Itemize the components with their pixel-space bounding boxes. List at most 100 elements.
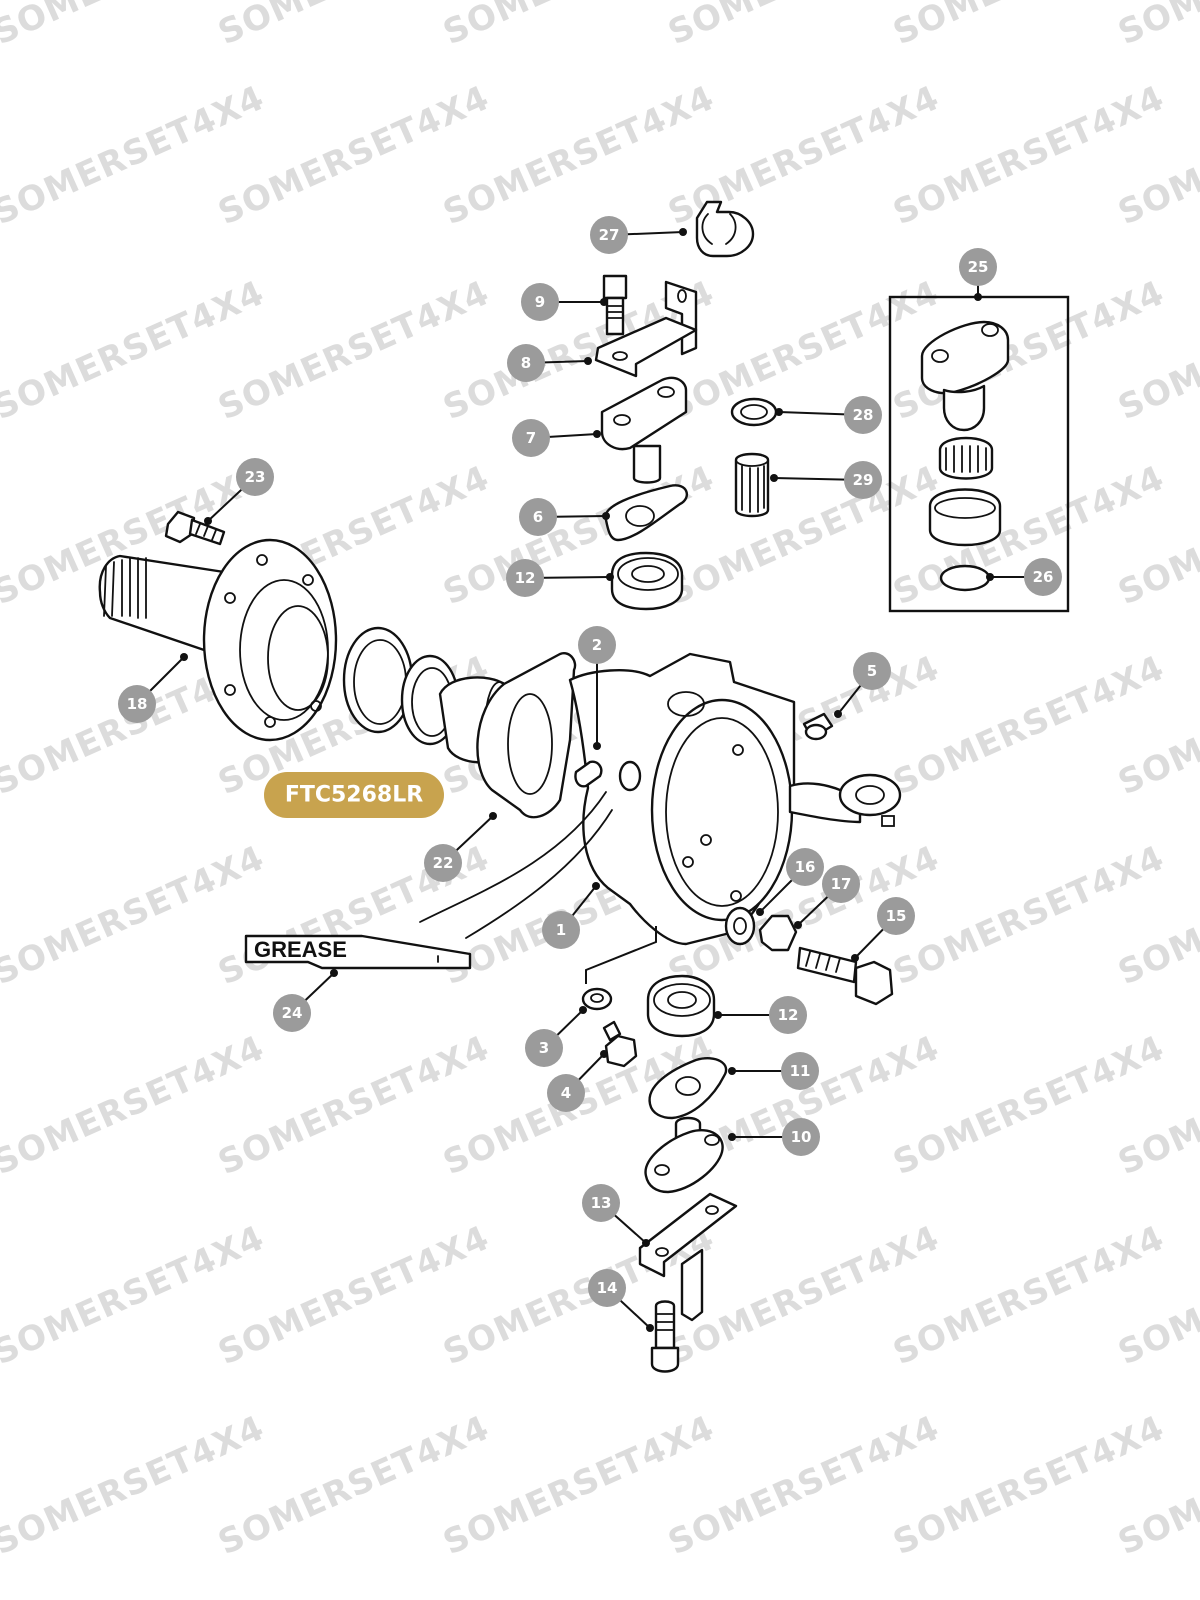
callout-number: 23 xyxy=(245,468,266,486)
part-seal-28 xyxy=(730,397,778,427)
callout-badge-10[interactable]: 10 xyxy=(782,1118,820,1156)
callout-badge-14[interactable]: 14 xyxy=(588,1269,626,1307)
lower-leader xyxy=(585,926,657,984)
callout-anchor-dot xyxy=(851,954,859,962)
callout-anchor-dot xyxy=(770,474,778,482)
part-bolt-23 xyxy=(164,510,226,546)
callout-anchor-dot xyxy=(600,298,608,306)
callout-badge-3[interactable]: 3 xyxy=(525,1029,563,1067)
callout-badge-7[interactable]: 7 xyxy=(512,419,550,457)
callout-badge-2[interactable]: 2 xyxy=(578,626,616,664)
callout-anchor-dot xyxy=(756,908,764,916)
callout-number: 15 xyxy=(886,907,907,925)
callout-badge-24[interactable]: 24 xyxy=(273,994,311,1032)
callout-badge-27[interactable]: 27 xyxy=(590,216,628,254)
callout-badge-11[interactable]: 11 xyxy=(781,1052,819,1090)
callout-anchor-dot xyxy=(974,293,982,301)
callout-circle xyxy=(844,396,882,434)
part-bolt-14 xyxy=(650,1300,680,1373)
callout-anchor-dot xyxy=(794,921,802,929)
callout-badge-16[interactable]: 16 xyxy=(786,848,824,886)
part-washer-3 xyxy=(581,987,613,1011)
part-bolt-9 xyxy=(602,274,628,336)
callout-anchor-dot xyxy=(593,430,601,438)
callout-badge-8[interactable]: 8 xyxy=(507,344,545,382)
callout-circle xyxy=(1024,558,1062,596)
callout-badge-17[interactable]: 17 xyxy=(822,865,860,903)
part-bearing-lower xyxy=(646,974,716,1038)
callout-number: 4 xyxy=(561,1084,571,1102)
callout-circle xyxy=(507,344,545,382)
callout-number: 13 xyxy=(591,1194,612,1212)
callout-number: 1 xyxy=(556,921,566,939)
callout-circle xyxy=(786,848,824,886)
part-swivel-housing xyxy=(568,652,902,946)
callout-anchor-dot xyxy=(714,1011,722,1019)
callout-circle xyxy=(525,1029,563,1067)
callout-badge-4[interactable]: 4 xyxy=(547,1074,585,1112)
callout-circle xyxy=(547,1074,585,1112)
callout-number: 10 xyxy=(791,1128,812,1146)
callout-number: 5 xyxy=(867,662,877,680)
callout-badge-5[interactable]: 5 xyxy=(853,652,891,690)
callout-badge-25[interactable]: 25 xyxy=(959,248,997,286)
grease-label: GREASE xyxy=(254,937,347,962)
callout-layer: 1234567891011121213141516171822232425262… xyxy=(118,216,1062,1307)
callout-badge-15[interactable]: 15 xyxy=(877,897,915,935)
part-needle-bearing-29 xyxy=(734,452,770,518)
callout-anchor-dot xyxy=(986,573,994,581)
callout-anchor-dot xyxy=(728,1067,736,1075)
part-group-25 xyxy=(888,295,1070,613)
watermark-text: SOMERSET4X4 xyxy=(1112,0,1200,53)
callout-badge-23[interactable]: 23 xyxy=(236,458,274,496)
callout-number: 8 xyxy=(521,354,531,372)
callout-circle xyxy=(542,911,580,949)
part-breather-5 xyxy=(802,712,834,741)
callout-badge-18[interactable]: 18 xyxy=(118,685,156,723)
part-number-tag[interactable]: FTC5268LR xyxy=(264,772,444,818)
callout-anchor-dot xyxy=(593,742,601,750)
callout-anchor-dot xyxy=(775,408,783,416)
callout-anchor-dot xyxy=(602,512,610,520)
callout-number: 9 xyxy=(535,293,545,311)
callout-number: 17 xyxy=(831,875,852,893)
callout-anchor-dot xyxy=(834,710,842,718)
callout-badge-1[interactable]: 1 xyxy=(542,911,580,949)
callout-badge-26[interactable]: 26 xyxy=(1024,558,1062,596)
part-plug-4 xyxy=(602,1020,638,1068)
callout-badge-22[interactable]: 22 xyxy=(424,844,462,882)
callout-circle xyxy=(588,1269,626,1307)
grease-leader-a xyxy=(419,791,607,923)
callout-badge-29[interactable]: 29 xyxy=(844,461,882,499)
grease-leader-b xyxy=(465,809,613,939)
part-stub-axle-18 xyxy=(98,538,338,742)
callout-badge-13[interactable]: 13 xyxy=(582,1184,620,1222)
callout-anchor-dot xyxy=(606,573,614,581)
callout-circle xyxy=(424,844,462,882)
callout-anchor-dot xyxy=(489,812,497,820)
callout-badge-12[interactable]: 12 xyxy=(506,559,544,597)
callout-badge-28[interactable]: 28 xyxy=(844,396,882,434)
part-shim-6 xyxy=(604,484,689,542)
callout-number: 25 xyxy=(968,258,989,276)
callout-badge-12[interactable]: 12 xyxy=(769,996,807,1034)
callout-anchor-dot xyxy=(330,969,338,977)
callout-circle xyxy=(781,1052,819,1090)
callout-circle xyxy=(959,248,997,286)
callout-number: 6 xyxy=(533,508,543,526)
callout-circle xyxy=(769,996,807,1034)
part-bracket-13 xyxy=(638,1192,738,1322)
callout-number: 7 xyxy=(526,429,536,447)
callout-circle xyxy=(578,626,616,664)
callout-badge-6[interactable]: 6 xyxy=(519,498,557,536)
callout-anchor-dot xyxy=(642,1239,650,1247)
callout-number: 14 xyxy=(597,1279,618,1297)
callout-badge-9[interactable]: 9 xyxy=(521,283,559,321)
part-swivel-pin-upper xyxy=(600,376,688,484)
part-swivel-pin-lower xyxy=(644,1116,724,1194)
callout-number: 11 xyxy=(790,1062,811,1080)
callout-circle xyxy=(590,216,628,254)
callout-circle xyxy=(519,498,557,536)
callout-circle xyxy=(273,994,311,1032)
